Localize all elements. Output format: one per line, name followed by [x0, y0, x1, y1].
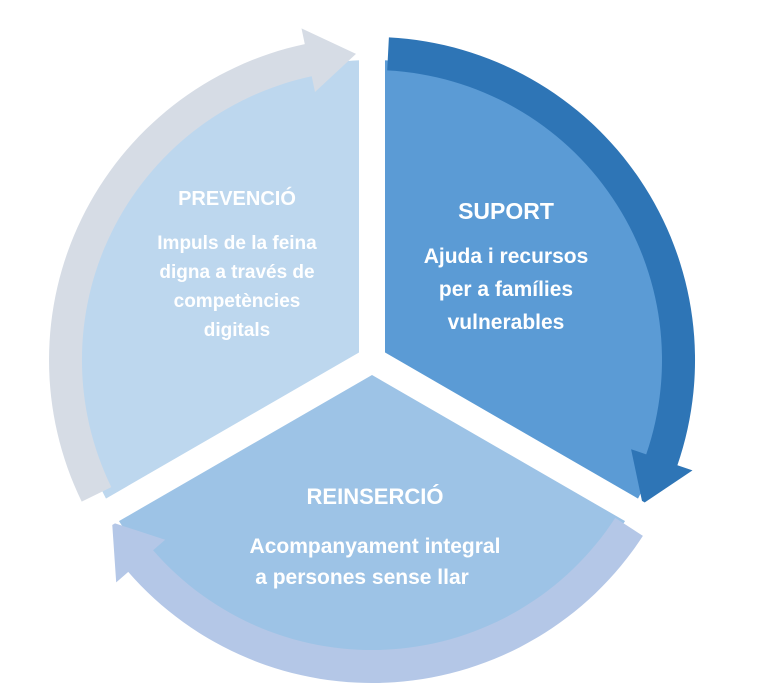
suport-title: SUPORT: [458, 198, 554, 224]
reinsercio-segment: [112, 360, 632, 660]
prevencio-cycle-arrow-icon: [49, 28, 356, 502]
prevencio-line: digna a través de: [159, 262, 315, 283]
reinsercio-cycle-arrow-icon: [112, 517, 643, 684]
reinsercio-line: a persones sense llar: [255, 566, 469, 589]
center-gap: [359, 347, 385, 373]
reinsercio-line: Acompanyament integral: [249, 535, 501, 558]
segment-divider: [365, 348, 691, 552]
prevencio-line: competències: [173, 291, 301, 312]
segment-dividers: [53, 0, 691, 552]
suport-cycle-arrow-icon: [387, 37, 696, 504]
suport-line: vulnerables: [447, 311, 565, 334]
reinsercio-description: Acompanyament integral a persones sense …: [250, 531, 501, 593]
prevencio-line: digitals: [203, 320, 271, 341]
reinsercio-title: REINSERCIÓ: [306, 484, 444, 509]
suport-description: Ajuda i recursos per a famílies vulnerab…: [424, 240, 589, 339]
segment-divider: [53, 348, 379, 552]
prevencio-title: PREVENCIÓ: [178, 188, 296, 210]
prevencio-line: Impuls de la feina: [157, 233, 317, 254]
suport-line: per a famílies: [438, 278, 574, 301]
suport-line: Ajuda i recursos: [423, 245, 589, 268]
prevencio-description: Impuls de la feina digna a través de com…: [157, 229, 316, 345]
